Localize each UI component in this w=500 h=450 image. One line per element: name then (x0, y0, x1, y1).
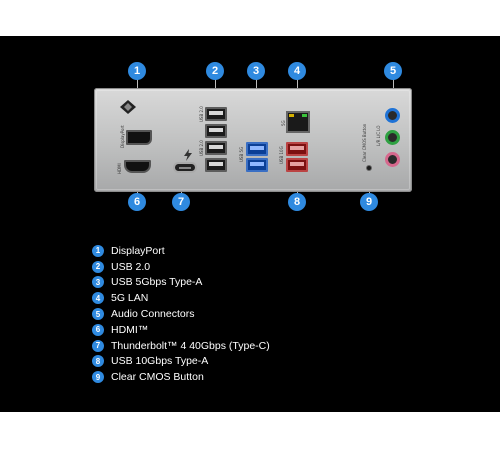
usb-5g-label: USB 5G (239, 146, 244, 162)
audio-line-in-jack (385, 108, 400, 123)
audio-mic-jack (385, 152, 400, 167)
legend-item: 1 DisplayPort (92, 243, 270, 259)
lan-label: 5G (281, 120, 286, 126)
legend-number-badge: 6 (92, 323, 104, 336)
legend-item: 4 5G LAN (92, 290, 270, 306)
usb-5gbps-port (246, 142, 268, 156)
legend-item: 5 Audio Connectors (92, 306, 270, 322)
legend-label: USB 10Gbps Type-A (111, 355, 209, 368)
legend-label: Clear CMOS Button (111, 371, 204, 384)
displayport-label: DisplayPort (120, 125, 125, 148)
legend-number-badge: 8 (92, 355, 104, 368)
legend-item: 7 Thunderbolt™ 4 40Gbps (Type-C) (92, 338, 270, 354)
callout-6: 6 (128, 193, 146, 211)
callout-1: 1 (128, 62, 146, 80)
legend-number-badge: 9 (92, 371, 104, 384)
usb-2-0-port (205, 158, 227, 172)
legend-item: 3 USB 5Gbps Type-A (92, 275, 270, 291)
hdmi-port (124, 160, 151, 173)
usb-10gbps-port (286, 142, 308, 156)
legend-label: 5G LAN (111, 292, 149, 305)
audio-line-out-jack (385, 130, 400, 145)
legend-number-badge: 1 (92, 244, 104, 257)
legend-number-badge: 3 (92, 276, 104, 289)
thunderbolt-type-c-port (173, 162, 197, 173)
legend-label: Audio Connectors (111, 308, 195, 321)
legend-number-badge: 2 (92, 260, 104, 273)
displayport-port (126, 130, 152, 145)
legend-item: 2 USB 2.0 (92, 259, 270, 275)
legend-label: HDMI™ (111, 323, 149, 336)
hdmi-label: HDMI (117, 163, 122, 174)
legend-item: 9 Clear CMOS Button (92, 369, 270, 385)
callout-2: 2 (206, 62, 224, 80)
io-panel-edge (96, 90, 410, 190)
usb-2-0-label: USB 2.0 (199, 106, 204, 122)
usb-10gbps-port (286, 158, 308, 172)
legend-label: DisplayPort (111, 244, 165, 257)
audio-labels: L/R L/C LO (376, 125, 381, 146)
usb-5gbps-port (246, 158, 268, 172)
usb-2-0-port (205, 141, 227, 155)
callout-4: 4 (288, 62, 306, 80)
legend-item: 8 USB 10Gbps Type-A (92, 354, 270, 370)
clear-cmos-label: Clear CMOS Button (362, 123, 367, 162)
legend-number-badge: 4 (92, 292, 104, 305)
callout-8: 8 (288, 193, 306, 211)
callout-7: 7 (172, 193, 190, 211)
legend-label: USB 2.0 (111, 260, 151, 273)
thunderbolt-icon (184, 149, 192, 161)
clear-cmos-button[interactable] (366, 165, 372, 171)
legend-label: USB 5Gbps Type-A (111, 276, 203, 289)
usb-2-0-port (205, 124, 227, 138)
callout-3: 3 (247, 62, 265, 80)
usb-10g-label: USB 10G (279, 146, 284, 164)
callout-9: 9 (360, 193, 378, 211)
legend-number-badge: 5 (92, 308, 104, 321)
usb-2-0-port (205, 107, 227, 121)
legend-number-badge: 7 (92, 339, 104, 352)
legend-label: Thunderbolt™ 4 40Gbps (Type-C) (111, 339, 270, 352)
usb-2-0-label: USB 2.0 (199, 140, 204, 156)
brand-logo-icon (120, 100, 136, 114)
lan-port (286, 111, 310, 133)
callout-5: 5 (384, 62, 402, 80)
legend-item: 6 HDMI™ (92, 322, 270, 338)
